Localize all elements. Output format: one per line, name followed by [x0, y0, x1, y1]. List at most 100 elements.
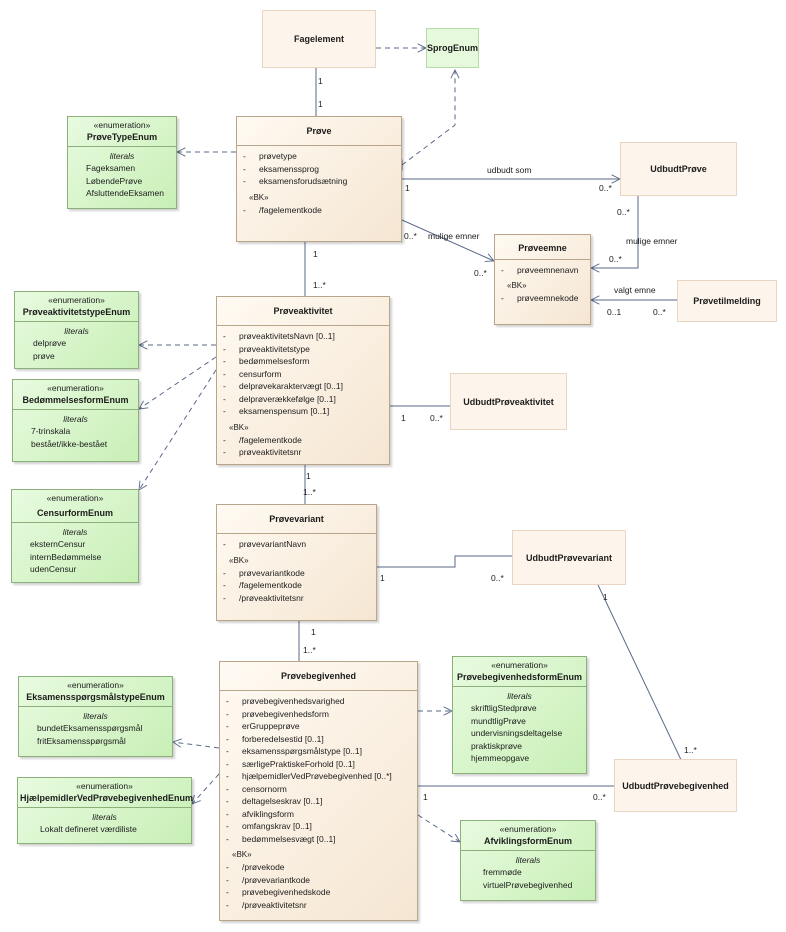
- literals-heading: literals: [64, 326, 89, 336]
- attribute: -hjælpemidlerVedPrøvebegivenhed [0..*]: [226, 771, 392, 781]
- enum-title: PrøveTypeEnum: [86, 132, 158, 142]
- class-title: UdbudtPrøveaktivitet: [463, 396, 554, 407]
- class-proveemne[interactable]: Prøveemne -prøveemnenavn «BK» -prøveemne…: [494, 234, 591, 325]
- literal: internBedømmelse: [30, 551, 102, 562]
- enum-title: CensurformEnum: [36, 508, 113, 518]
- literal: bestået/ikke-bestået: [31, 438, 108, 449]
- enum-censurformenum[interactable]: «enumeration» CensurformEnum literals ek…: [11, 489, 139, 583]
- enum-provetypeenum[interactable]: «enumeration» PrøveTypeEnum literals Fag…: [67, 116, 177, 209]
- enum-eksamensspoergsmaalstypeenum[interactable]: «enumeration» EksamensspørgsmålstypeEnum…: [18, 676, 173, 757]
- mult-prove-akt-top: 1: [313, 249, 318, 259]
- class-proveaktivitet[interactable]: Prøveaktivitet -prøveaktivitetsNavn [0..…: [216, 296, 390, 465]
- class-title: Prøvevariant: [269, 514, 324, 524]
- attribute: -/fagelementkode: [223, 580, 302, 590]
- enum-afviklingsformenum[interactable]: «enumeration» AfviklingsformEnum literal…: [460, 820, 596, 901]
- enum-title: SprogEnum: [427, 43, 478, 53]
- attribute: -prøvevariantNavn: [223, 539, 307, 549]
- mult-akt-var-top: 1: [306, 471, 311, 481]
- literals-heading: literals: [83, 711, 108, 721]
- literal: 7-trinskala: [31, 426, 71, 436]
- assoc-udbudtprove-proveemne: [591, 196, 639, 268]
- class-udbudtprovevariant[interactable]: UdbudtPrøvevariant: [512, 530, 626, 585]
- class-title: Prøveemne: [518, 243, 567, 253]
- dep-beg-afviklingsformenum: [417, 814, 460, 842]
- dep-beg-hjaelpemidlerenum: [192, 773, 220, 804]
- class-provetilmelding[interactable]: Prøvetilmelding: [677, 280, 777, 322]
- assoc-udbudtvariant-udbudtbeg: [597, 584, 684, 765]
- enum-provebegivenhedsformenum[interactable]: «enumeration» PrøvebegivenhedsformEnum l…: [452, 656, 587, 774]
- stereotype: «enumeration»: [47, 383, 104, 393]
- bk-stereotype: «BK»: [229, 555, 249, 565]
- class-udbudtprove[interactable]: UdbudtPrøve: [620, 142, 737, 196]
- literal: udenCensur: [30, 564, 77, 574]
- class-title: Prøveaktivitet: [273, 306, 333, 316]
- mult-prove-akt-bottom: 1..*: [313, 280, 326, 290]
- mult-var-udbudt-dst: 0..*: [491, 573, 504, 583]
- attribute: -prøvevariantkode: [223, 567, 305, 578]
- literal: delprøve: [33, 338, 67, 348]
- mult-var-udbudt-src: 1: [380, 573, 385, 583]
- assoc-prove-proveemne: [401, 219, 494, 261]
- literal: mundtligPrøve: [471, 715, 526, 726]
- attribute: -/fagelementkode: [223, 434, 302, 445]
- mult-beg-udbudt-src: 1: [423, 792, 428, 802]
- literals-heading: literals: [507, 691, 532, 701]
- class-udbudtproveaktivitet[interactable]: UdbudtPrøveaktivitet: [450, 373, 567, 430]
- stereotype: «enumeration»: [491, 660, 548, 670]
- role-udbudt-mulige-emner: mulige emner: [626, 236, 678, 246]
- literals-heading: literals: [109, 151, 135, 161]
- attribute: -bedømmelsesvægt [0..1]: [226, 833, 336, 844]
- mult-udbudt-emne-dst: 0..*: [609, 254, 622, 264]
- attribute: -eksamenspensum [0..1]: [223, 406, 330, 416]
- mult-beg-udbudt-dst: 0..*: [593, 792, 606, 802]
- literal: fritEksamensspørgsmål: [37, 735, 126, 746]
- literals-heading: literals: [92, 812, 117, 822]
- literal: undervisningsdeltagelse: [471, 728, 563, 738]
- literal: praktiskprøve: [471, 740, 523, 751]
- class-prove[interactable]: Prøve -prøvetype -eksamenssprog -eksamen…: [236, 116, 402, 242]
- mult-uvar-ubeg-bottom: 1..*: [684, 745, 697, 755]
- stereotype: «enumeration»: [93, 120, 151, 130]
- attribute: -/fagelementkode: [243, 204, 322, 215]
- attribute: -/prøvevariantkode: [226, 874, 311, 885]
- attribute: -prøvebegivenhedsform: [226, 708, 329, 719]
- literal: hjemmeopgave: [471, 753, 530, 763]
- class-provebegivenhed[interactable]: Prøvebegivenhed -prøvebegivenhedsvarighe…: [219, 661, 418, 921]
- dep-akt-bedommelsesformenum: [139, 356, 217, 409]
- class-fagelement[interactable]: Fagelement: [262, 10, 376, 68]
- stereotype: «enumeration»: [76, 781, 133, 791]
- enum-title: AfviklingsformEnum: [483, 836, 572, 846]
- enum-sprogenum[interactable]: SprogEnum: [426, 28, 479, 68]
- class-provevariant[interactable]: Prøvevariant -prøvevariantNavn «BK» -prø…: [216, 504, 377, 621]
- class-title: Prøvebegivenhed: [280, 671, 357, 681]
- enum-hjaelpemidlerenum[interactable]: «enumeration» HjælpemidlerVedPrøvebegive…: [17, 777, 193, 844]
- literal: Lokalt defineret værdiliste: [40, 824, 137, 834]
- class-udbudtprovebegivenhed[interactable]: UdbudtPrøvebegivenhed: [614, 759, 737, 812]
- enum-bedommelsesformenum[interactable]: «enumeration» BedømmelsesformEnum litera…: [12, 379, 139, 462]
- literals-heading: literals: [63, 414, 88, 424]
- literal: AfsluttendeEksamen: [86, 188, 164, 198]
- attribute: -prøveaktivitetsNavn [0..1]: [223, 331, 335, 341]
- role-valgt-emne: valgt emne: [614, 285, 656, 295]
- enum-proveaktivitetstypeenum[interactable]: «enumeration» PrøveaktivitetstypeEnum li…: [14, 291, 139, 369]
- attribute: -bedømmelsesform: [223, 356, 310, 366]
- attribute: -prøvebegivenhedskode: [226, 887, 331, 897]
- attribute: -eksamensspørgsmålstype [0..1]: [226, 746, 362, 756]
- stereotype: «enumeration»: [499, 824, 557, 834]
- enum-title: PrøvebegivenhedsformEnum: [456, 672, 583, 682]
- dep-akt-censurformenum: [139, 369, 217, 490]
- bk-stereotype: «BK»: [507, 280, 527, 290]
- attribute: -delprøvekaraktervægt [0..1]: [223, 381, 343, 391]
- mult-tilm-emne-dst: 0..1: [607, 307, 622, 317]
- class-title: Prøve: [306, 126, 332, 136]
- mult-akt-udbudt-src: 1: [401, 413, 406, 423]
- attribute: -prøvetype: [243, 151, 297, 161]
- stereotype: «enumeration»: [46, 493, 104, 503]
- class-title: UdbudtPrøvevariant: [525, 552, 612, 563]
- mult-uvar-ubeg-top: 1: [603, 592, 608, 602]
- literal: Fageksamen: [86, 163, 136, 173]
- literals-heading: literals: [515, 855, 541, 865]
- mult-prove-top-end: 1: [318, 99, 323, 109]
- bk-stereotype: «BK»: [249, 192, 269, 202]
- mult-udbudt-emne-src: 0..*: [617, 207, 630, 217]
